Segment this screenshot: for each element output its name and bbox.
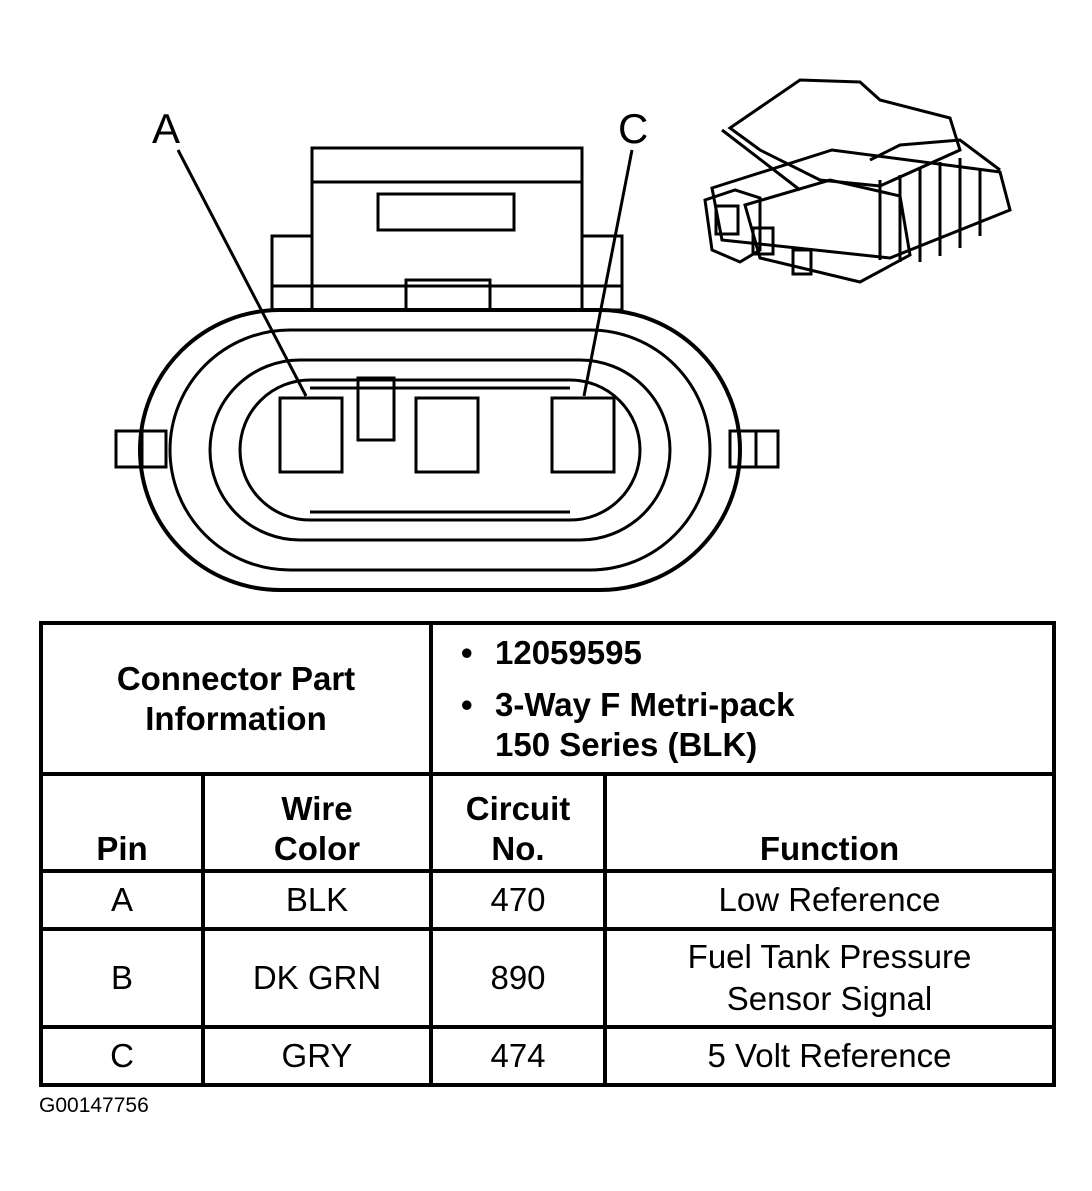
terminal-a: [278, 396, 344, 474]
cell-circuit: 890: [429, 927, 607, 1029]
connector-part-info-label: Connector Part Information: [39, 621, 433, 776]
cell-function-line2: Sensor Signal: [726, 980, 933, 1017]
housing-outer: [138, 308, 742, 592]
part-number: 12059595: [495, 633, 642, 671]
terminal-b: [414, 396, 480, 474]
right-tab: [728, 429, 780, 469]
cell-function-line1: 5 Volt Reference: [707, 1037, 952, 1074]
connector-description-line1: 3-Way F Metri-pack: [495, 685, 795, 723]
connector-part-label-line1: Connector Part: [116, 659, 356, 697]
housing-inner: [208, 358, 672, 542]
header-circuit-line1: Circuit: [465, 790, 571, 827]
header-function: Function: [602, 772, 1057, 873]
cell-wire-color: DK GRN: [201, 927, 433, 1029]
leader-a: [176, 149, 308, 397]
lock-window: [376, 192, 516, 232]
header-wire-color-line2: Color: [273, 830, 361, 867]
connector-drawing: [114, 78, 1012, 592]
housing-ring: [168, 328, 712, 572]
connector-description-line2: 150 Series (BLK): [495, 725, 758, 763]
pin-a-label: A: [152, 105, 181, 152]
table-row: B DK GRN 890 Fuel Tank Pressure Sensor S…: [39, 927, 1057, 1029]
cell-function: Low Reference: [602, 869, 1057, 931]
terminal-c: [550, 396, 616, 474]
cell-wire-color: GRY: [201, 1025, 433, 1087]
header-pin: Pin: [39, 772, 205, 873]
bullet-dot: •: [461, 685, 473, 723]
table-row: C GRY 474 5 Volt Reference: [39, 1025, 1057, 1087]
table-row: A BLK 470 Low Reference: [39, 869, 1057, 931]
cell-function-line1: Fuel Tank Pressure: [687, 938, 972, 975]
connector-info-row: Connector Part Information • 12059595 • 3-…: [39, 621, 1057, 776]
header-circuit-line2: No.: [491, 830, 545, 867]
connector-table: Connector Part Information • 12059595 • 3-…: [39, 621, 1057, 1087]
cell-function: 5 Volt Reference: [602, 1025, 1057, 1087]
bullet-dot: •: [461, 633, 473, 671]
pin-c-label: C: [618, 105, 649, 152]
cell-pin: C: [39, 1025, 205, 1087]
cell-pin: B: [39, 927, 205, 1029]
cell-wire-color: BLK: [201, 869, 433, 931]
cell-circuit: 470: [429, 869, 607, 931]
figure-id: G00147756: [39, 1094, 149, 1117]
terminal-cavity: [238, 378, 642, 522]
polarization-key: [356, 376, 396, 442]
leader-c: [582, 149, 634, 397]
header-wire-color: Wire Color: [201, 772, 433, 873]
cell-circuit: 474: [429, 1025, 607, 1087]
connector-sketch: [703, 78, 1012, 284]
header-circuit-no: Circuit No.: [429, 772, 607, 873]
cell-function: Fuel Tank Pressure Sensor Signal: [602, 927, 1057, 1029]
connector-part-info-value: • 12059595 • 3-Way F Metri-pack 150 Series…: [428, 621, 1057, 776]
cell-pin: A: [39, 869, 205, 931]
connector-part-label-line2: Information: [145, 699, 327, 737]
table-header-row: Pin Wire Color Circuit No. Function: [39, 772, 1057, 873]
header-wire-color-line1: Wire: [281, 790, 353, 827]
cell-function-line1: Low Reference: [718, 881, 941, 918]
